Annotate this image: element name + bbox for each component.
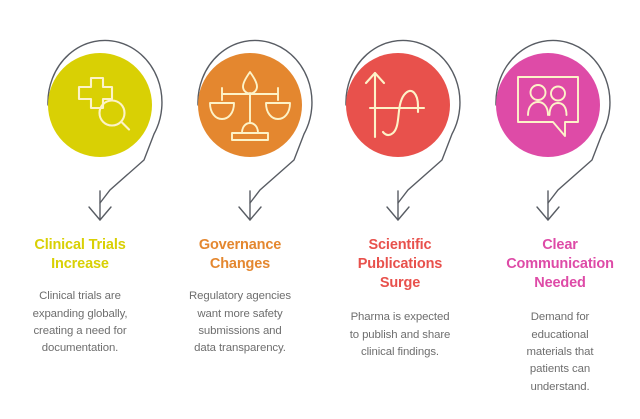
step-column-4: Clear Communication Needed Demand for ed… [480,236,640,419]
connector-arrow-head-3 [386,206,410,221]
step-column-1: Clinical Trials Increase Clinical trials… [0,236,160,419]
connector-arc-4 [495,39,611,204]
connector-arrow-head-1 [88,206,112,221]
step-graphic-2 [197,39,313,221]
step-circle-1[interactable] [48,53,152,157]
step-body-1: Clinical trials are expanding globally, … [32,290,128,355]
circles-and-connectors [47,39,611,221]
step-body-2: Regulatory agencies want more safety sub… [189,290,291,355]
connector-arc-2 [197,39,313,204]
step-column-3: Scientific Publications Surge Pharma is … [320,236,480,419]
growth-curve-arrow-icon [364,71,426,139]
balance-scale-icon [209,71,291,141]
step-body-4: Demand for educational materials that pa… [526,311,594,393]
step-heading-1: Clinical Trials Increase [34,237,126,273]
step-graphic-3 [345,39,461,221]
connector-arrow-head-2 [238,206,262,221]
people-speech-bubble-icon [517,76,579,137]
connector-arrow-head-4 [536,206,560,221]
step-graphic-1 [47,39,163,221]
step-body-3: Pharma is expected to publish and share … [349,311,451,359]
connector-arc-3 [345,39,461,204]
step-heading-3: Scientific Publications Surge [357,237,443,292]
step-circle-3[interactable] [346,53,450,157]
connector-arc-1 [47,39,163,204]
step-circle-4[interactable] [496,53,600,157]
step-column-2: Governance Changes Regulatory agencies w… [160,236,320,419]
step-graphic-4 [495,39,611,221]
step-heading-4: Clear Communication Needed [506,237,614,292]
step-heading-2: Governance Changes [198,237,282,273]
steps-text-columns: Clinical Trials Increase Clinical trials… [0,236,640,419]
medical-cross-search-icon [77,76,131,131]
